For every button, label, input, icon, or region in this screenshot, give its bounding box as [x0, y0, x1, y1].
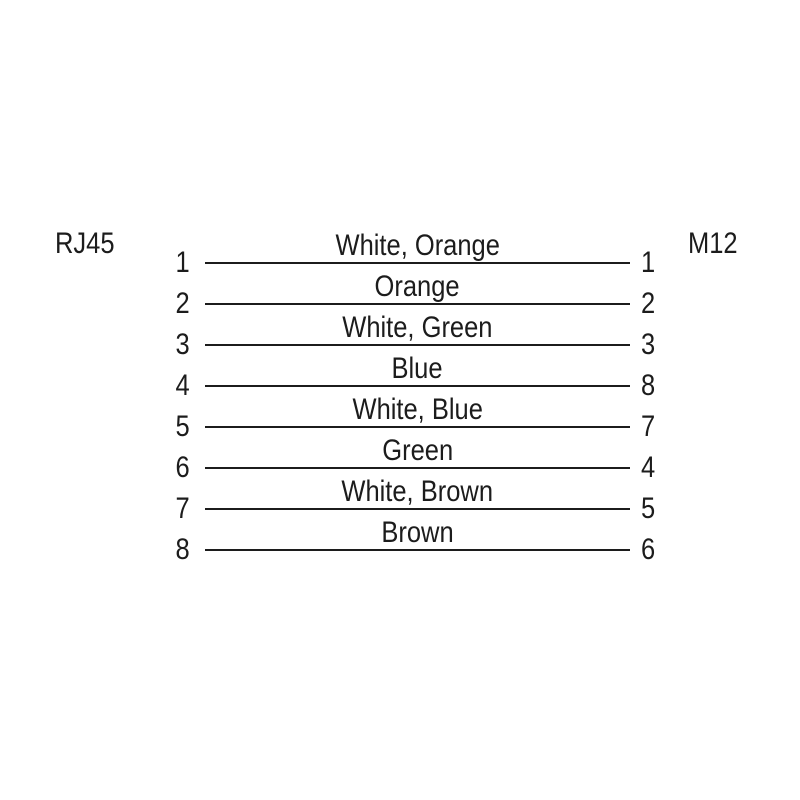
- right-pin-number-text: 1: [641, 246, 656, 279]
- right-pin-number: 3: [641, 329, 701, 361]
- right-pin-number-text: 7: [641, 410, 656, 443]
- left-pin-number-text: 7: [175, 492, 190, 525]
- wire-color-label-text: Blue: [391, 352, 444, 385]
- wire-color-label-text: Green: [382, 434, 453, 467]
- left-connector-label-text: RJ45: [55, 227, 115, 260]
- wire-line: [205, 426, 630, 428]
- wire-color-label: Blue: [205, 354, 630, 384]
- right-connector-label-text: M12: [688, 227, 738, 260]
- right-pin-number-text: 3: [641, 328, 656, 361]
- left-pin-number-text: 3: [175, 328, 190, 361]
- left-pin-number: 1: [140, 247, 190, 279]
- right-pin-number: 6: [641, 534, 701, 566]
- right-connector-label: M12: [688, 228, 746, 260]
- wire-color-label: Green: [205, 436, 630, 466]
- wire-color-label: White, Orange: [205, 231, 630, 261]
- wire-line: [205, 549, 630, 551]
- wire-line: [205, 508, 630, 510]
- left-pin-number: 3: [140, 329, 190, 361]
- wire-line: [205, 467, 630, 469]
- wire-color-label: White, Brown: [205, 477, 630, 507]
- wire-color-label-text: White, Orange: [335, 229, 500, 262]
- left-pin-number: 5: [140, 411, 190, 443]
- right-pin-number-text: 8: [641, 369, 656, 402]
- wire-line: [205, 262, 630, 264]
- wire-color-label: Brown: [205, 518, 630, 548]
- left-pin-number-text: 6: [175, 451, 190, 484]
- wire-color-label-text: White, Green: [342, 311, 493, 344]
- right-pin-number: 1: [641, 247, 701, 279]
- left-pin-number-text: 4: [175, 369, 190, 402]
- wire-color-label-text: White, Brown: [341, 475, 494, 508]
- left-pin-number-text: 8: [175, 533, 190, 566]
- right-pin-number-text: 4: [641, 451, 656, 484]
- wire-line: [205, 385, 630, 387]
- right-pin-number: 4: [641, 452, 701, 484]
- left-pin-number: 8: [140, 534, 190, 566]
- left-connector-label: RJ45: [55, 228, 125, 260]
- right-pin-number-text: 2: [641, 287, 656, 320]
- left-pin-number-text: 1: [175, 246, 190, 279]
- left-pin-number: 6: [140, 452, 190, 484]
- wire-line: [205, 344, 630, 346]
- left-pin-number: 7: [140, 493, 190, 525]
- wire-color-label-text: Orange: [374, 270, 461, 303]
- wire-color-label: White, Green: [205, 313, 630, 343]
- wire-color-label-text: Brown: [381, 516, 454, 549]
- left-pin-number-text: 2: [175, 287, 190, 320]
- right-pin-number: 7: [641, 411, 701, 443]
- right-pin-number-text: 6: [641, 533, 656, 566]
- right-pin-number: 5: [641, 493, 701, 525]
- left-pin-number: 4: [140, 370, 190, 402]
- wire-color-label: Orange: [205, 272, 630, 302]
- left-pin-number: 2: [140, 288, 190, 320]
- wire-color-label-text: White, Blue: [352, 393, 483, 426]
- left-pin-number-text: 5: [175, 410, 190, 443]
- right-pin-number: 8: [641, 370, 701, 402]
- wire-line: [205, 303, 630, 305]
- wire-color-label: White, Blue: [205, 395, 630, 425]
- right-pin-number-text: 5: [641, 492, 656, 525]
- right-pin-number: 2: [641, 288, 701, 320]
